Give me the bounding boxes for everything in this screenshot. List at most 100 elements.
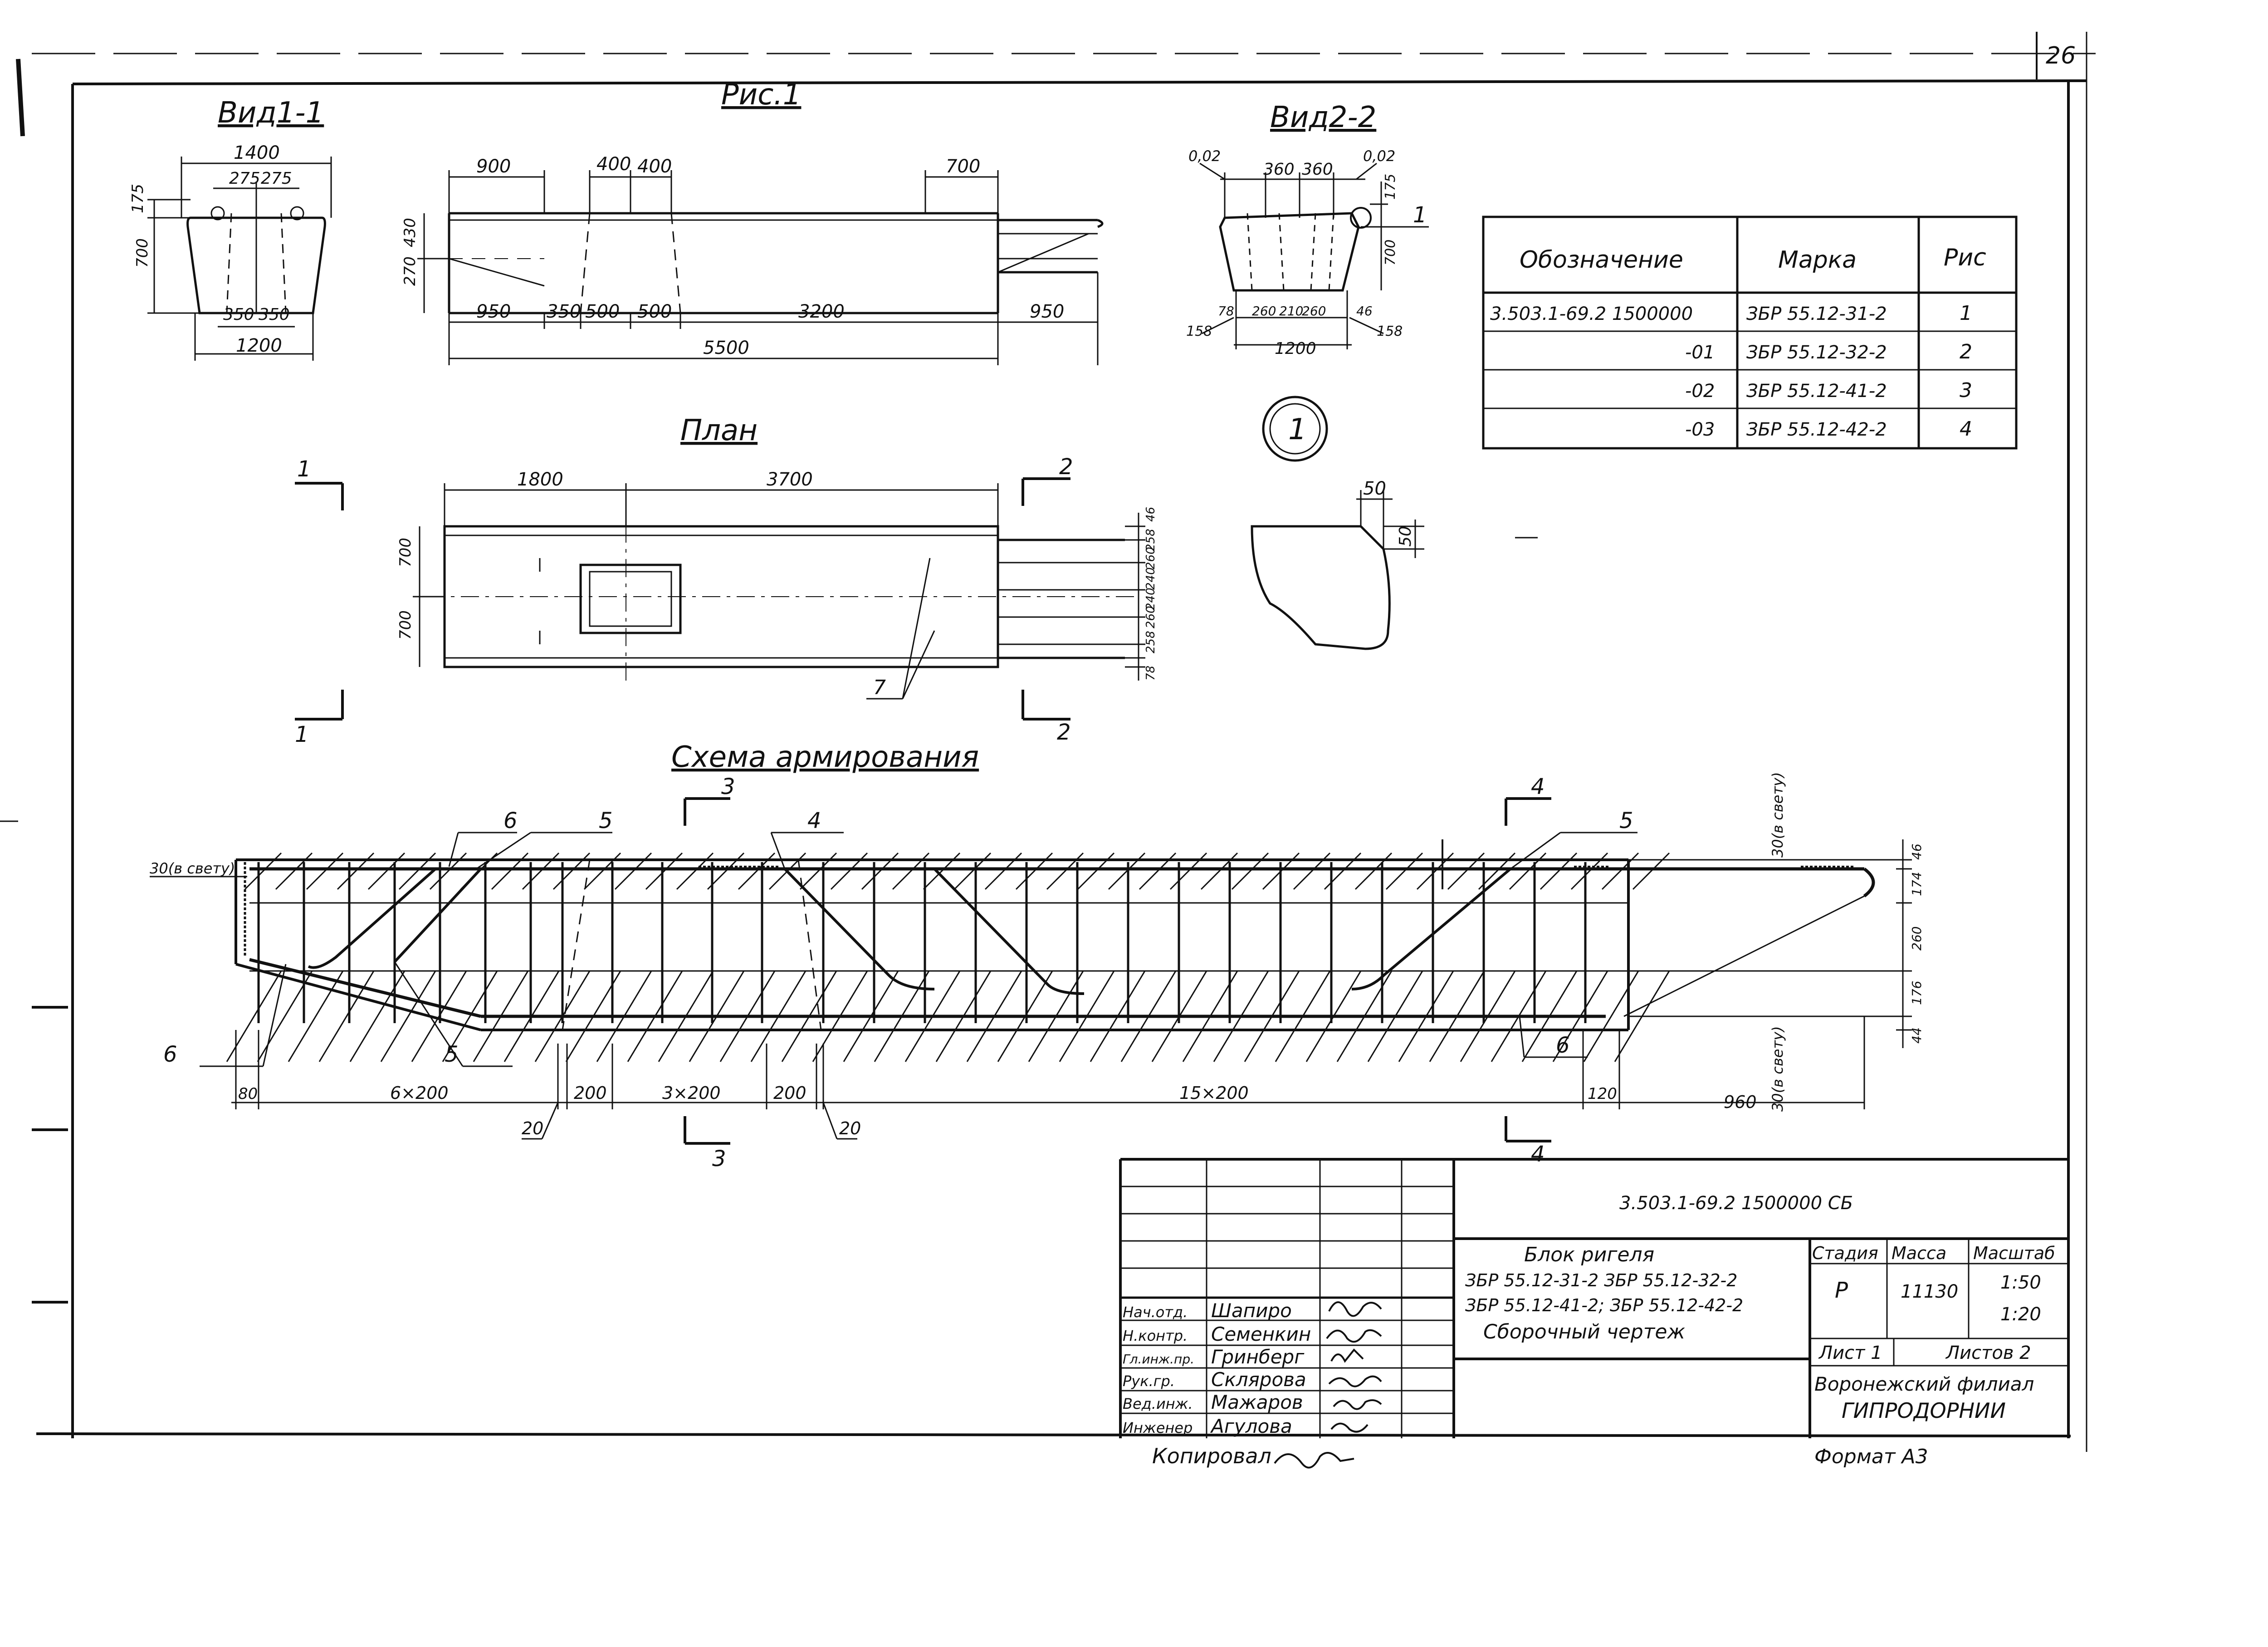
- hatch-line: [442, 971, 498, 1062]
- dim: 700: [946, 156, 980, 177]
- dim: 210: [1279, 304, 1303, 319]
- dim: 258: [1144, 631, 1158, 653]
- dim: 176: [1909, 981, 1924, 1005]
- cover-label: 30(в свету): [1769, 1026, 1786, 1112]
- role: Рук.гр.: [1123, 1372, 1175, 1390]
- dim: 78: [1218, 304, 1234, 319]
- section-mark: 1: [297, 456, 311, 482]
- callout: 6: [163, 1042, 177, 1067]
- dim: 260: [1144, 606, 1158, 628]
- leader-number: 20: [839, 1118, 861, 1138]
- dim: 360: [1302, 160, 1333, 179]
- role: Нач.отд.: [1123, 1304, 1188, 1321]
- org-name: ГИПРОДОРНИИ: [1842, 1398, 2006, 1423]
- table-cell: ЗБР 55.12-42-2: [1746, 419, 1887, 440]
- table-cell: 3.503.1-69.2 1500000: [1490, 304, 1693, 324]
- person: Семенкин: [1211, 1323, 1311, 1345]
- dim: 700: [396, 538, 415, 567]
- section-mark: 1: [1413, 202, 1427, 228]
- hatch-line: [288, 971, 344, 1062]
- role: Гл.инж.пр.: [1123, 1352, 1194, 1367]
- table-cell: -01: [1685, 342, 1715, 363]
- node-detail: 50 50: [1251, 478, 1538, 650]
- table-cell: ЗБР 55.12-41-2: [1746, 381, 1887, 402]
- hatch-line: [1632, 852, 1670, 890]
- plan-view: План: [295, 414, 1158, 747]
- sheets-label: Листов 2: [1945, 1343, 2031, 1363]
- dim: 700: [396, 610, 415, 640]
- table-header: Рис: [1944, 244, 1986, 271]
- margin-marks: [0, 59, 68, 1304]
- section-mark: 4: [1531, 774, 1545, 799]
- dim: 3×200: [662, 1083, 721, 1103]
- dim: 700: [1383, 240, 1398, 265]
- doc-code: 3.503.1-69.2 1500000 СБ: [1619, 1193, 1853, 1214]
- dim: 6×200: [390, 1083, 449, 1103]
- dim: 3700: [767, 469, 813, 490]
- copied-label: Копировал: [1152, 1444, 1271, 1468]
- dim: 175: [1383, 174, 1398, 200]
- dim: 1800: [517, 469, 563, 490]
- dim: 900: [476, 156, 511, 177]
- dim: 350: [223, 305, 254, 324]
- doc-name: Блок ригеля: [1524, 1243, 1654, 1266]
- table-cell: 3: [1960, 379, 1972, 402]
- section-mark: 3: [721, 774, 735, 799]
- section-mark: 3: [712, 1146, 726, 1172]
- dim: 0,02: [1363, 147, 1395, 165]
- hatch-line: [318, 971, 375, 1062]
- view2-title: Вид2-2: [1270, 101, 1376, 134]
- dim: 260: [1909, 926, 1924, 951]
- dim: 0,02: [1188, 147, 1221, 165]
- dim: 275: [261, 169, 292, 188]
- dim: 200: [574, 1083, 607, 1103]
- table-cell: -02: [1685, 381, 1715, 402]
- table-cell: 2: [1960, 340, 1972, 363]
- role: Инженер: [1123, 1419, 1193, 1436]
- person: Гринберг: [1211, 1346, 1305, 1368]
- dim: 400: [637, 156, 672, 177]
- dim: 78: [1144, 666, 1158, 681]
- mass-value: 11130: [1901, 1281, 1958, 1302]
- dim: 270: [401, 256, 419, 286]
- dim: 275: [229, 169, 260, 188]
- dim: 175: [129, 184, 147, 213]
- person: Мажаров: [1211, 1391, 1303, 1413]
- dim: 15×200: [1179, 1083, 1249, 1103]
- section-mark: 2: [1057, 720, 1071, 745]
- role: Вед.инж.: [1123, 1395, 1193, 1412]
- section-mark: 2: [1059, 454, 1073, 480]
- role: Н.контр.: [1123, 1327, 1188, 1344]
- table-header: Обозначение: [1520, 246, 1683, 274]
- title-block: 3.503.1-69.2 1500000 СБ Блок ригеля ЗБР …: [1119, 1158, 2068, 1469]
- dim: 46: [1144, 507, 1158, 522]
- stage-label: Стадия: [1812, 1243, 1878, 1263]
- node-number: 1: [1288, 413, 1307, 446]
- dim: 80: [238, 1085, 258, 1103]
- reinforcement-scheme: Схема армирования: [150, 740, 1924, 1172]
- dim: 350: [547, 301, 581, 322]
- sheet-label: Лист 1: [1818, 1343, 1882, 1363]
- doc-name: ЗБР 55.12-41-2; ЗБР 55.12-42-2: [1465, 1295, 1743, 1315]
- dim-total: 5500: [703, 338, 749, 358]
- scale-label: Масштаб: [1973, 1243, 2055, 1263]
- callout: 6: [1556, 1033, 1570, 1058]
- table-header: Марка: [1778, 246, 1857, 274]
- table-cell: ЗБР 55.12-31-2: [1746, 304, 1887, 324]
- format-label: Формат А3: [1814, 1445, 1928, 1468]
- dim: 46: [1356, 304, 1373, 319]
- org-name: Воронежский филиал: [1814, 1373, 2034, 1395]
- table-cell: 4: [1960, 417, 1972, 441]
- dim: 950: [476, 301, 511, 322]
- person: Склярова: [1211, 1368, 1306, 1391]
- dim: 200: [773, 1083, 807, 1103]
- dim: 960: [1724, 1092, 1757, 1112]
- scheme-title: Схема армирования: [671, 740, 979, 774]
- dim: 158: [1186, 324, 1212, 339]
- dim: 260: [1302, 304, 1326, 319]
- fig-title: Рис.1: [721, 78, 801, 112]
- leader-number: 20: [522, 1118, 543, 1138]
- scale-value: 1:50: [2000, 1272, 2041, 1293]
- dim: 950: [1030, 301, 1064, 322]
